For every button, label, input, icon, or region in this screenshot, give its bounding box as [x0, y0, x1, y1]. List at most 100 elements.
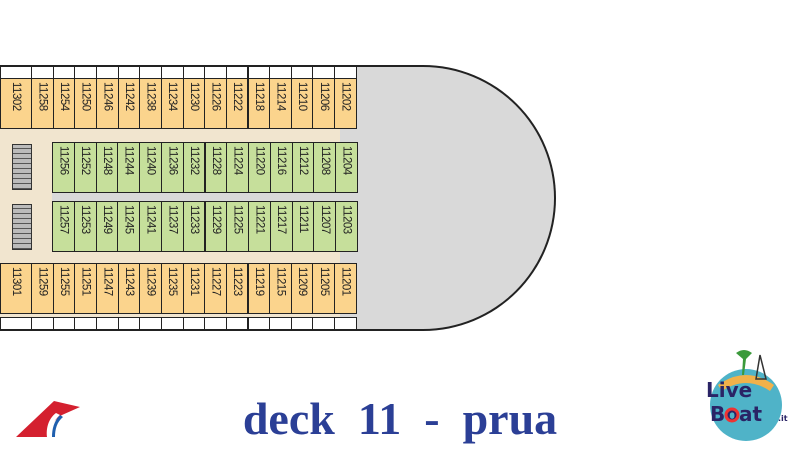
cabin-11216[interactable]: 11216	[269, 142, 293, 193]
bow-area	[340, 65, 556, 331]
cabin-11257[interactable]: 11257	[52, 201, 75, 252]
cabin-number: 11237	[166, 205, 179, 234]
cabin-number: 11301	[10, 267, 22, 296]
cabin-11201[interactable]: 11201	[334, 263, 357, 314]
cabin-number: 11229	[209, 205, 222, 234]
cabin-number: 11236	[166, 146, 179, 175]
cabin-number: 11253	[79, 205, 92, 234]
cabin-11238[interactable]: 11238	[139, 78, 162, 129]
cabin-11251[interactable]: 11251	[74, 263, 97, 314]
cabin-11234[interactable]: 11234	[160, 78, 184, 129]
cabin-11221[interactable]: 11221	[248, 201, 271, 252]
cabin-11212[interactable]: 11212	[291, 142, 315, 193]
cabin-number: 11230	[187, 82, 200, 111]
balcony	[52, 317, 76, 330]
cabin-number: 11228	[209, 146, 222, 175]
cabin-number: 11232	[188, 146, 201, 175]
cabin-11203[interactable]: 11203	[335, 201, 358, 252]
cabin-11245[interactable]: 11245	[117, 201, 141, 252]
cabin-11205[interactable]: 11205	[312, 263, 336, 314]
cabin-11230[interactable]: 11230	[182, 78, 206, 129]
svg-text:.it: .it	[778, 414, 788, 423]
cabin-11235[interactable]: 11235	[160, 263, 184, 314]
cabin-11239[interactable]: 11239	[139, 263, 162, 314]
cabin-11219[interactable]: 11219	[247, 263, 271, 314]
cabin-11220[interactable]: 11220	[248, 142, 271, 193]
cabin-number: 11244	[122, 146, 135, 175]
balcony	[334, 317, 357, 330]
cabin-11232[interactable]: 11232	[182, 142, 206, 193]
cabin-11218[interactable]: 11218	[247, 78, 271, 129]
cabin-number: 11211	[297, 205, 310, 233]
cabin-11248[interactable]: 11248	[95, 142, 119, 193]
balcony	[269, 317, 292, 330]
liveboat-logo: Live Boat .it	[706, 350, 788, 441]
cabin-11231[interactable]: 11231	[182, 263, 206, 314]
cabin-number: 11246	[101, 82, 114, 111]
cabin-number: 11226	[209, 82, 222, 111]
cabin-number: 11257	[57, 205, 70, 234]
svg-text:Boat: Boat	[710, 402, 762, 426]
cabin-11225[interactable]: 11225	[226, 201, 250, 252]
cabin-11241[interactable]: 11241	[139, 201, 162, 252]
cabin-number: 11240	[144, 146, 157, 175]
balcony	[160, 317, 184, 330]
cabin-11249[interactable]: 11249	[95, 201, 119, 252]
cabin-11210[interactable]: 11210	[290, 78, 314, 129]
cabin-11243[interactable]: 11243	[117, 263, 141, 314]
cabin-number: 11231	[187, 267, 200, 296]
cabin-number: 11212	[297, 146, 310, 175]
cabin-11255[interactable]: 11255	[52, 263, 76, 314]
cabin-11211[interactable]: 11211	[291, 201, 315, 252]
cabin-11246[interactable]: 11246	[95, 78, 119, 129]
cabin-11254[interactable]: 11254	[52, 78, 76, 129]
cabin-11207[interactable]: 11207	[313, 201, 337, 252]
cabin-11206[interactable]: 11206	[312, 78, 336, 129]
cabin-11227[interactable]: 11227	[204, 263, 227, 314]
cabin-11244[interactable]: 11244	[117, 142, 141, 193]
cabin-11228[interactable]: 11228	[204, 142, 228, 193]
cabin-number: 11204	[340, 146, 353, 175]
cabin-11229[interactable]: 11229	[204, 201, 228, 252]
cabin-number: 11258	[36, 82, 49, 111]
cabin-number: 11227	[209, 267, 222, 296]
balcony	[247, 317, 271, 330]
cabin-11250[interactable]: 11250	[74, 78, 97, 129]
cabin-11242[interactable]: 11242	[117, 78, 141, 129]
cabin-number: 11205	[317, 267, 330, 296]
cabin-11208[interactable]: 11208	[313, 142, 337, 193]
cabin-11233[interactable]: 11233	[182, 201, 206, 252]
cabin-11222[interactable]: 11222	[225, 78, 249, 129]
cabin-11209[interactable]: 11209	[290, 263, 314, 314]
cabin-11237[interactable]: 11237	[160, 201, 184, 252]
cabin-11217[interactable]: 11217	[269, 201, 293, 252]
cabin-11259[interactable]: 11259	[31, 263, 54, 314]
cabin-11224[interactable]: 11224	[226, 142, 250, 193]
cabin-11204[interactable]: 11204	[335, 142, 358, 193]
cabin-11202[interactable]: 11202	[334, 78, 357, 129]
cabin-number: 11208	[318, 146, 331, 175]
cabin-number: 11223	[231, 267, 244, 296]
cabin-11258[interactable]: 11258	[31, 78, 54, 129]
cabin-number: 11224	[231, 146, 244, 175]
cabin-number: 11202	[339, 82, 352, 111]
cabin-number: 11235	[166, 267, 179, 296]
cabin-11252[interactable]: 11252	[73, 142, 97, 193]
cabin-11247[interactable]: 11247	[95, 263, 119, 314]
cabin-11223[interactable]: 11223	[225, 263, 249, 314]
cabin-number: 11210	[296, 82, 309, 111]
balcony	[31, 317, 54, 330]
cabin-11215[interactable]: 11215	[269, 263, 292, 314]
cabin-11240[interactable]: 11240	[139, 142, 162, 193]
cabin-number: 11252	[79, 146, 92, 175]
cabin-11253[interactable]: 11253	[73, 201, 97, 252]
cabin-11214[interactable]: 11214	[269, 78, 292, 129]
cabin-11226[interactable]: 11226	[204, 78, 227, 129]
cabin-11256[interactable]: 11256	[52, 142, 75, 193]
svg-text:Live: Live	[706, 378, 752, 402]
cabin-11236[interactable]: 11236	[160, 142, 184, 193]
balcony	[204, 317, 227, 330]
cabin-11302[interactable]: 11302	[0, 78, 32, 129]
cabin-11301[interactable]: 11301	[0, 263, 32, 314]
